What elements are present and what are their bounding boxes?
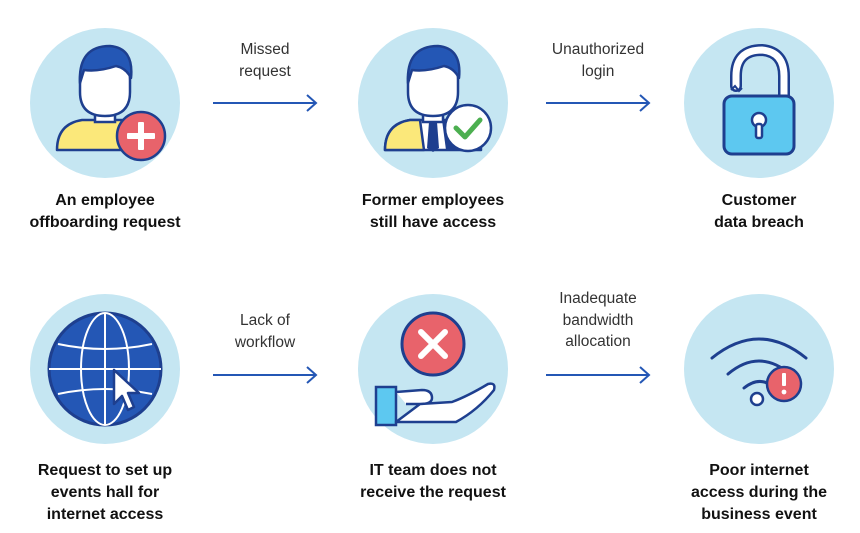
arrow-right-icon <box>213 94 318 112</box>
broken-lock-node <box>684 28 834 178</box>
flow-arrow <box>545 91 655 115</box>
caption-customer-data-breach: Customer data breach <box>714 192 804 231</box>
employee-add-icon <box>30 28 180 178</box>
globe-cursor-node <box>30 294 180 444</box>
caption-it-team: IT team does not receive the request <box>360 462 506 501</box>
broken-lock-icon <box>684 28 834 178</box>
employee-check-icon <box>358 28 508 178</box>
caption-former-employees: Former employees still have access <box>361 192 505 231</box>
arrow-label-unauthorized-login: Unauthorized login <box>551 41 645 80</box>
arrow-right-icon <box>546 94 651 112</box>
arrow-right-icon <box>213 366 318 384</box>
arrow-label-inadequate-bandwidth: Inadequate bandwidth allocation <box>559 290 637 350</box>
caption-employee-offboarding: An employee offboarding request <box>29 192 181 231</box>
arrow-right-icon <box>546 366 651 384</box>
flow-arrow <box>212 363 322 387</box>
flow-arrow <box>545 363 655 387</box>
arrow-label-lack-of-workflow: Lack of workflow <box>234 312 296 351</box>
hand-reject-icon <box>358 294 508 444</box>
wifi-alert-icon <box>684 294 834 444</box>
arrow-label-missed-request: Missed request <box>239 41 291 80</box>
employee-add-node <box>30 28 180 178</box>
hand-reject-node <box>358 294 508 444</box>
caption-poor-internet: Poor internet access during the business… <box>690 462 828 523</box>
globe-cursor-icon <box>30 294 180 444</box>
employee-check-node <box>358 28 508 178</box>
caption-events-hall-request: Request to set up events hall for intern… <box>37 462 173 523</box>
flow-arrow <box>212 91 322 115</box>
wifi-alert-node <box>684 294 834 444</box>
